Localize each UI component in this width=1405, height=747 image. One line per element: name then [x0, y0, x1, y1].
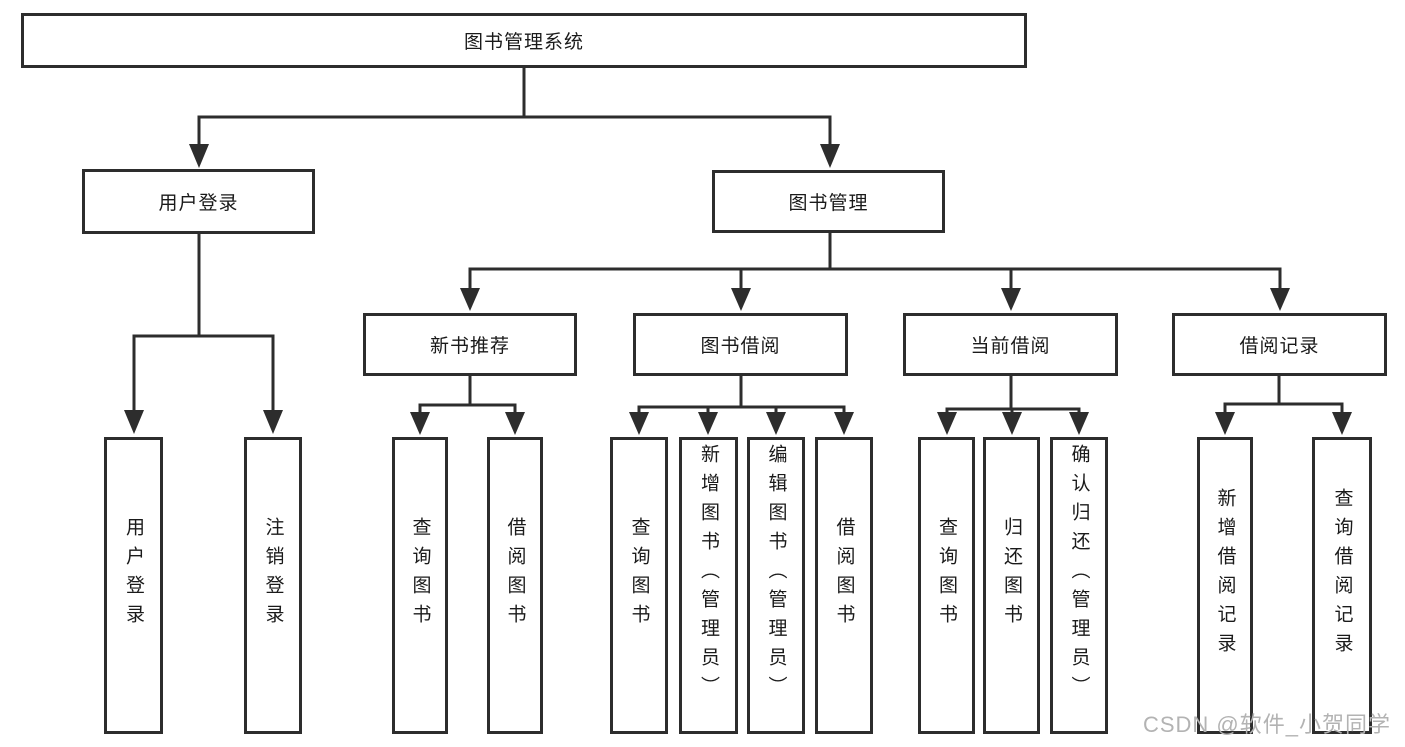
leaf-query-books-recommend: 查询图书: [392, 437, 448, 734]
leaf-borrow-books: 借阅图书: [815, 437, 873, 734]
node-book-management-module: 图书管理: [712, 170, 945, 233]
node-new-book-recommend: 新书推荐: [363, 313, 577, 376]
leaf-borrow-books-recommend: 借阅图书: [487, 437, 543, 734]
leaf-query-books-borrow: 查询图书: [610, 437, 668, 734]
leaf-query-borrow-record: 查询借阅记录: [1312, 437, 1372, 734]
node-borrow-records: 借阅记录: [1172, 313, 1387, 376]
node-user-login-module: 用户登录: [82, 169, 315, 234]
node-root-system: 图书管理系统: [21, 13, 1027, 68]
node-book-borrow: 图书借阅: [633, 313, 848, 376]
leaf-logout: 注销登录: [244, 437, 302, 734]
leaf-confirm-return-admin: 确认归还（管理员）: [1050, 437, 1108, 734]
leaf-add-borrow-record: 新增借阅记录: [1197, 437, 1253, 734]
node-current-borrow: 当前借阅: [903, 313, 1118, 376]
csdn-watermark: CSDN @软件_小贺同学: [1142, 712, 1391, 737]
leaf-edit-books-admin: 编辑图书（管理员）: [747, 437, 805, 734]
leaf-user-login: 用户登录: [104, 437, 163, 734]
leaf-add-books-admin: 新增图书（管理员）: [679, 437, 738, 734]
leaf-return-books: 归还图书: [983, 437, 1040, 734]
leaf-query-books-current: 查询图书: [918, 437, 975, 734]
